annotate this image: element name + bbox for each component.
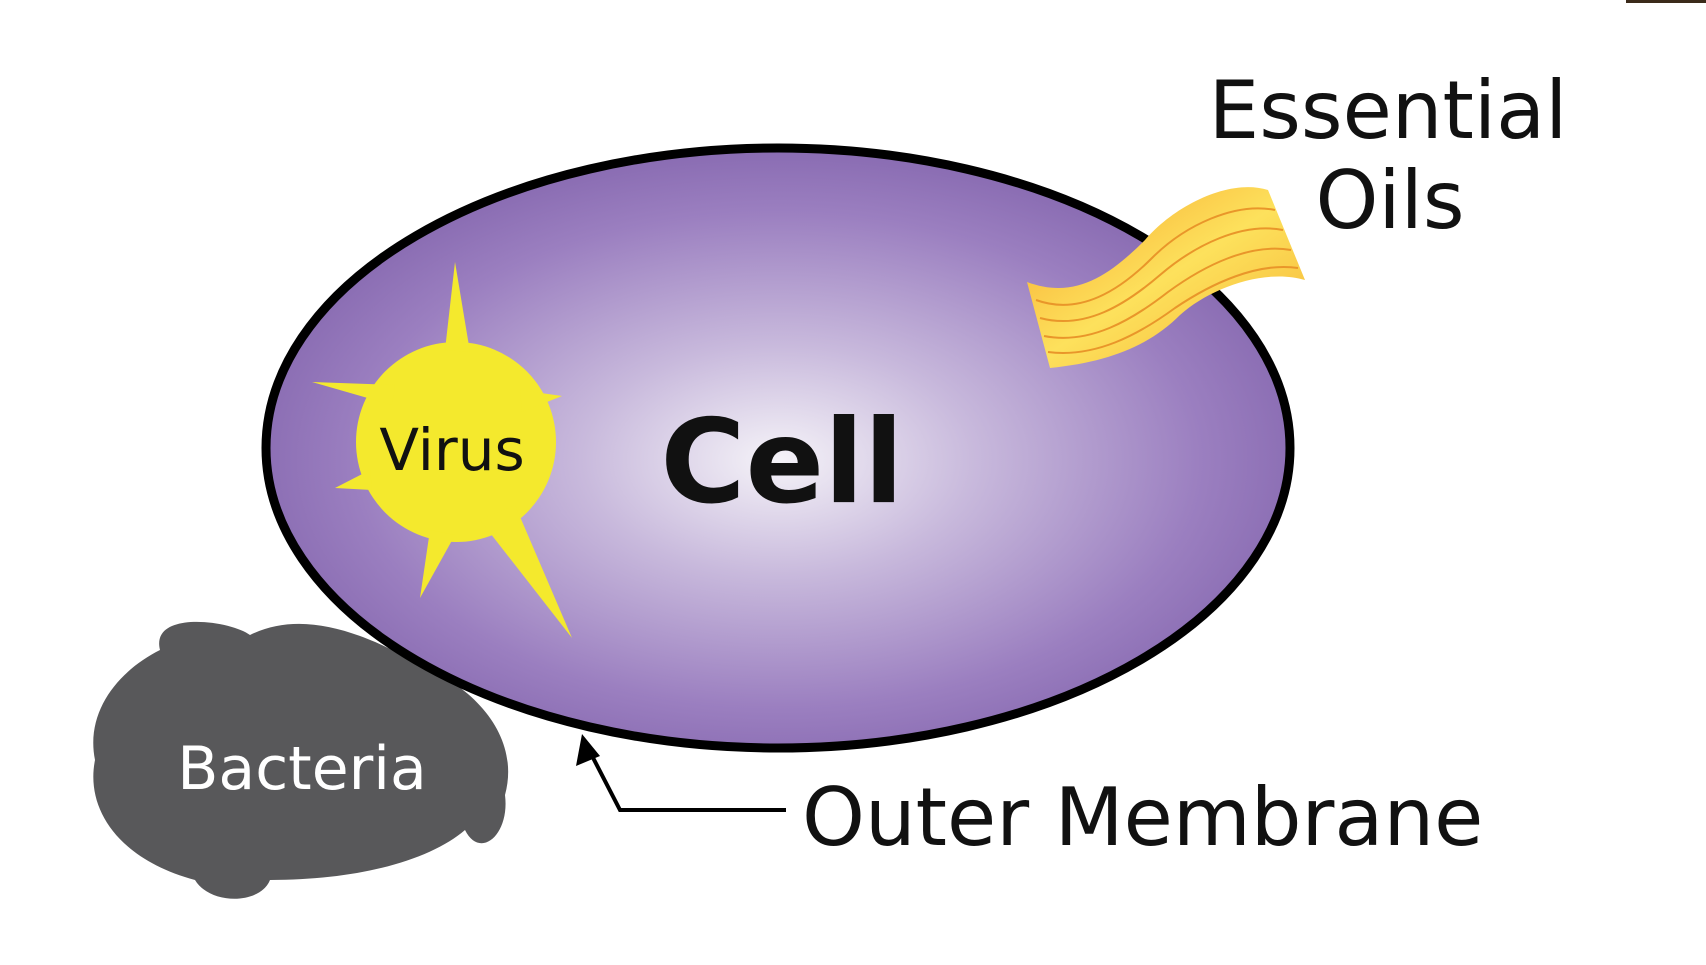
membrane-pointer-arrow xyxy=(576,734,786,812)
virus-shape xyxy=(312,262,572,638)
bacteria-label: Bacteria xyxy=(177,734,426,804)
essential-oils-label-line2: Oils xyxy=(1315,154,1464,247)
outer-membrane-label: Outer Membrane xyxy=(802,771,1483,864)
virus-label: Virus xyxy=(379,416,524,484)
bacteria-blob xyxy=(93,621,509,899)
corner-mark xyxy=(1626,0,1706,3)
essential-oils-ribbon xyxy=(1027,187,1305,368)
cell-label: Cell xyxy=(660,395,903,530)
essential-oils-label-line1: Essential xyxy=(1209,64,1568,157)
